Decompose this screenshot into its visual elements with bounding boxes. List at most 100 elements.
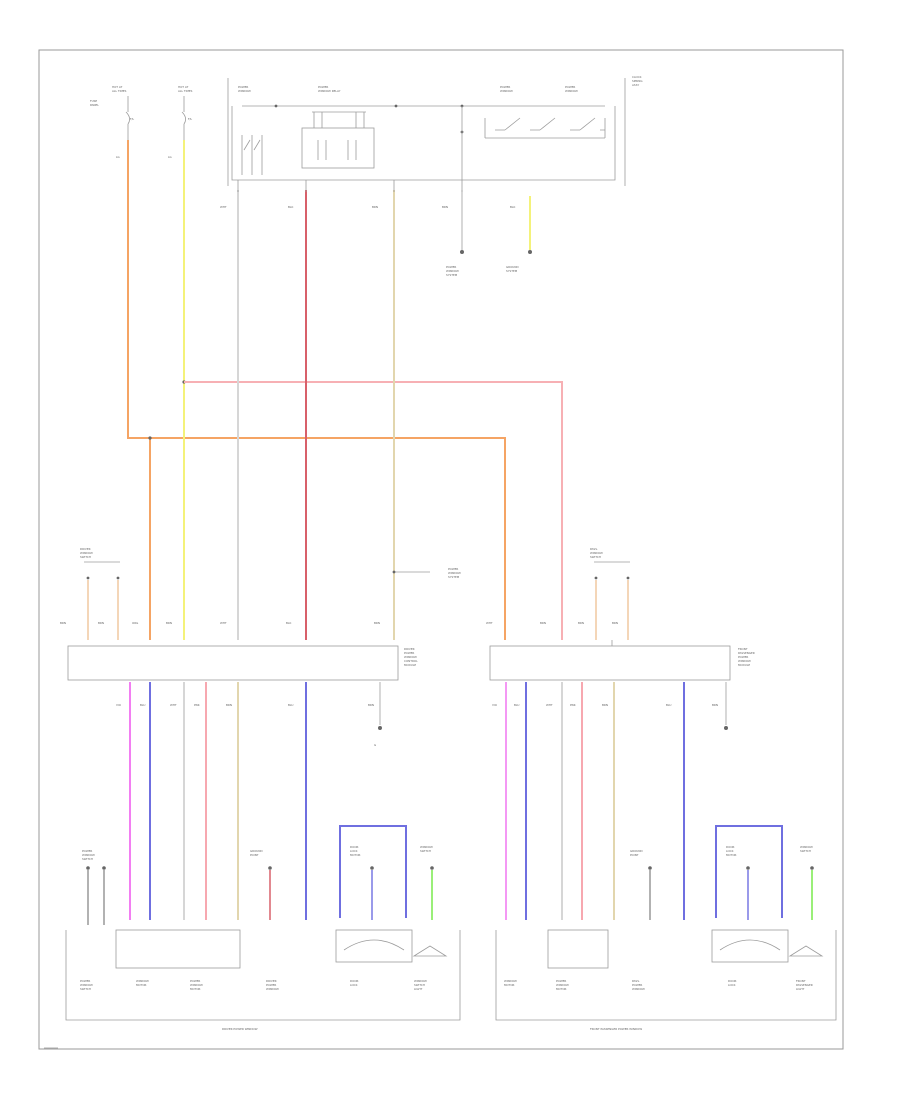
svg-text:LG: LG (116, 155, 120, 159)
svg-text:WINDOW: WINDOW (556, 983, 569, 987)
ecu-right-module (489, 645, 731, 681)
svg-text:SYSTEM: SYSTEM (446, 273, 458, 277)
svg-text:BRN: BRN (442, 205, 448, 209)
svg-text:WINDOW: WINDOW (632, 987, 645, 991)
svg-text:FRONT: FRONT (796, 979, 806, 983)
bottom-right-components: GROUND POINT DOOR LOCK MOTOR WINDOW SWIT… (495, 825, 837, 1031)
svg-text:SYSTEM: SYSTEM (448, 575, 460, 579)
fuse-left (125, 96, 130, 140)
ecu-right-connector-labels: PASS. WINDOW SWITCH WHT BRN BRN BRN (486, 547, 630, 640)
svg-text:POWER: POWER (632, 983, 642, 987)
svg-text:BRN: BRN (60, 621, 66, 625)
lower-wires-left: G VIO BLU WHT PNK BRN BLU BRN (116, 682, 382, 920)
svg-text:SWITCH: SWITCH (800, 849, 811, 853)
svg-text:HOT AT: HOT AT (178, 85, 189, 89)
svg-text:POWER: POWER (446, 265, 456, 269)
svg-text:BRN: BRN (226, 703, 232, 707)
svg-text:BRN: BRN (612, 621, 618, 625)
svg-text:LOCK: LOCK (726, 849, 734, 853)
svg-text:POWER: POWER (565, 85, 575, 89)
svg-text:WINDOW: WINDOW (500, 89, 513, 93)
ecu-right-label-art: FRONT PASSENGER POWER WINDOW MODULE (738, 647, 755, 667)
svg-text:POWER: POWER (238, 85, 248, 89)
wire-orange-main (127, 140, 506, 640)
svg-text:VIO: VIO (116, 703, 122, 707)
svg-text:POWER: POWER (82, 849, 92, 853)
svg-text:BLU: BLU (140, 703, 145, 707)
svg-text:FRONT PASSENGER POWER WINDOW: FRONT PASSENGER POWER WINDOW (590, 1027, 642, 1031)
svg-text:MOTOR: MOTOR (726, 853, 737, 857)
svg-text:BLK: BLK (286, 621, 291, 625)
svg-text:FRONT: FRONT (738, 647, 748, 651)
svg-text:POINT: POINT (630, 853, 639, 857)
svg-text:BRN: BRN (374, 621, 380, 625)
svg-text:WINDOW: WINDOW (404, 655, 417, 659)
svg-text:GROUND: GROUND (506, 265, 519, 269)
svg-text:POWER: POWER (738, 655, 748, 659)
svg-text:GROUND: GROUND (630, 849, 643, 853)
svg-text:F/L: F/L (188, 117, 193, 121)
svg-text:SWITCH: SWITCH (414, 983, 425, 987)
svg-text:BLU: BLU (288, 703, 293, 707)
svg-text:WINDOW: WINDOW (504, 979, 517, 983)
svg-text:DOOR: DOOR (726, 845, 735, 849)
svg-text:WHT: WHT (486, 621, 493, 625)
wire-pink-cross (184, 381, 563, 640)
svg-text:PNK: PNK (570, 703, 576, 707)
fuse-right (181, 96, 186, 140)
svg-text:SWITCH: SWITCH (420, 849, 431, 853)
svg-text:WINDOW: WINDOW (82, 853, 95, 857)
svg-text:BLU: BLU (666, 703, 671, 707)
svg-text:SWITCH: SWITCH (82, 857, 93, 861)
svg-text:CLOCK: CLOCK (632, 75, 642, 79)
bottom-left-components: POWER WINDOW SWITCH GROUND POINT DOOR LO… (65, 825, 461, 1031)
svg-text:BLK: BLK (288, 205, 293, 209)
svg-text:BLK: BLK (510, 205, 515, 209)
svg-text:LOCK: LOCK (350, 983, 358, 987)
svg-text:WINDOW: WINDOW (190, 983, 203, 987)
svg-text:DRIVER: DRIVER (80, 547, 91, 551)
svg-text:GROUND: GROUND (250, 849, 263, 853)
svg-text:WHT: WHT (170, 703, 177, 707)
top-labels: HOT AT ALL TIMES HOT AT ALL TIMES FUSE P… (90, 75, 643, 277)
svg-text:WINDOW: WINDOW (800, 845, 813, 849)
svg-text:MOTOR: MOTOR (190, 987, 201, 991)
svg-text:DRIVER POWER WINDOW: DRIVER POWER WINDOW (222, 1027, 258, 1031)
svg-text:ALL TIMES: ALL TIMES (178, 89, 193, 93)
svg-text:FUSE: FUSE (90, 99, 97, 103)
svg-text:F/L: F/L (130, 117, 135, 121)
svg-text:DOOR: DOOR (350, 979, 359, 983)
svg-text:BRN: BRN (602, 703, 608, 707)
svg-text:WINDOW: WINDOW (266, 987, 279, 991)
svg-text:LG: LG (168, 155, 172, 159)
ecu-left-connector-labels: DRIVER WINDOW SWITCH BRN BRN ORG BRN WHT… (60, 547, 380, 640)
svg-text:BRN: BRN (166, 621, 172, 625)
ecu-left-label-art: DRIVER POWER WINDOW CONTROL MODULE (404, 647, 418, 667)
svg-text:LOCK: LOCK (728, 983, 736, 987)
svg-text:WINDOW RELAY: WINDOW RELAY (318, 89, 341, 93)
svg-text:ALL TIMES: ALL TIMES (112, 89, 127, 93)
svg-text:BLU: BLU (514, 703, 519, 707)
svg-text:WINDOW: WINDOW (448, 571, 461, 575)
svg-text:PANEL: PANEL (90, 103, 99, 107)
svg-text:WINDOW: WINDOW (738, 659, 751, 663)
svg-text:WINDOW: WINDOW (238, 89, 251, 93)
lower-wires-right: VIO BLU WHT PNK BRN BLU BRN (492, 640, 728, 920)
svg-text:LOCK: LOCK (350, 849, 358, 853)
svg-text:BRN: BRN (712, 703, 718, 707)
svg-text:MODULE: MODULE (738, 663, 750, 667)
svg-text:SWITCH: SWITCH (590, 555, 601, 559)
svg-text:WHT: WHT (220, 205, 227, 209)
svg-text:WINDOW: WINDOW (565, 89, 578, 93)
svg-text:DOOR: DOOR (350, 845, 359, 849)
svg-text:ASSY: ASSY (632, 83, 639, 87)
diagram-frame (38, 49, 844, 1050)
svg-text:WINDOW: WINDOW (420, 845, 433, 849)
svg-text:DRIVER: DRIVER (404, 647, 415, 651)
svg-text:ORG: ORG (132, 621, 138, 625)
svg-text:WINDOW: WINDOW (446, 269, 459, 273)
svg-text:SYSTEM: SYSTEM (506, 269, 518, 273)
svg-text:WHT: WHT (220, 621, 227, 625)
svg-text:MOTOR: MOTOR (556, 987, 567, 991)
svg-text:DOOR: DOOR (728, 979, 737, 983)
